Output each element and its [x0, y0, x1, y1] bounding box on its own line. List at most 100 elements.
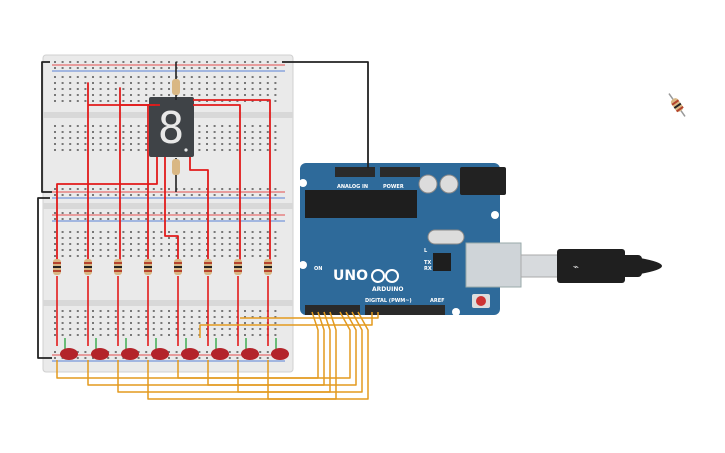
breadboard-hole — [122, 334, 125, 336]
breadboard-hole — [206, 125, 208, 127]
breadboard-hole — [175, 328, 178, 330]
breadboard-hole — [107, 218, 110, 220]
breadboard[interactable] — [42, 54, 294, 373]
breadboard-hole — [122, 88, 125, 90]
breadboard-hole — [183, 249, 186, 251]
breadboard-hole — [122, 137, 125, 139]
wire[interactable] — [240, 312, 379, 319]
arduino-uno-board[interactable]: UNO ARDUINO DIGITAL (PWM~) ANALOG IN POW… — [299, 163, 522, 316]
breadboard-hole — [145, 67, 148, 69]
breadboard-hole — [274, 218, 277, 220]
led[interactable] — [271, 348, 289, 360]
led[interactable] — [241, 348, 259, 360]
wire[interactable] — [56, 157, 158, 260]
breadboard-hole — [137, 231, 140, 233]
breadboard-hole — [145, 334, 148, 336]
breadboard-hole — [99, 322, 102, 324]
breadboard-hole — [137, 249, 140, 251]
resistor-loose[interactable] — [666, 91, 689, 119]
breadboard-hole — [206, 322, 208, 324]
resistor[interactable] — [174, 259, 182, 275]
breadboard-hole — [92, 310, 94, 312]
wire[interactable] — [147, 104, 160, 260]
breadboard-hole — [84, 316, 87, 318]
breadboard-hole — [122, 255, 125, 257]
breadboard-hole — [274, 67, 277, 69]
resistor-band — [144, 262, 152, 264]
wire[interactable] — [87, 82, 150, 260]
breadboard-hole — [61, 255, 64, 257]
wire[interactable] — [282, 61, 369, 168]
breadboard-hole — [198, 357, 201, 359]
resistor[interactable] — [53, 259, 61, 275]
breadboard-hole — [99, 316, 102, 318]
resistor[interactable] — [172, 159, 180, 175]
breadboard-hole — [266, 212, 269, 214]
wires[interactable] — [37, 61, 379, 400]
breadboard-hole — [206, 255, 208, 257]
breadboard-hole — [76, 243, 79, 245]
breadboard-hole — [259, 188, 262, 190]
resistor[interactable] — [204, 259, 212, 275]
breadboard-hole — [213, 194, 216, 196]
breadboard-hole — [54, 82, 56, 84]
breadboard-hole — [274, 143, 277, 145]
resistor[interactable] — [144, 259, 152, 275]
breadboard-hole — [244, 218, 246, 220]
resistor[interactable] — [84, 259, 92, 275]
breadboard-hole — [183, 88, 186, 90]
breadboard-hole — [145, 188, 148, 190]
led[interactable] — [151, 348, 169, 360]
breadboard-hole — [69, 125, 72, 127]
breadboard-hole — [251, 212, 254, 214]
wire[interactable] — [207, 311, 357, 386]
led[interactable] — [181, 348, 199, 360]
breadboard-hole — [198, 316, 201, 318]
led[interactable] — [211, 348, 229, 360]
breadboard-hole — [99, 131, 102, 133]
breadboard-hole — [228, 351, 231, 353]
wire[interactable] — [193, 99, 271, 260]
wire[interactable] — [237, 311, 363, 393]
wire[interactable] — [41, 61, 52, 193]
resistor[interactable] — [114, 259, 122, 275]
breadboard-hole — [76, 137, 79, 139]
wire[interactable] — [193, 104, 241, 260]
breadboard-hole — [130, 255, 132, 257]
breadboard-hole — [168, 212, 170, 214]
reset-button[interactable] — [476, 296, 486, 306]
led[interactable] — [121, 348, 139, 360]
breadboard-hole — [236, 94, 239, 96]
wire[interactable] — [189, 157, 209, 260]
led[interactable] — [91, 348, 109, 360]
wire[interactable] — [164, 157, 179, 260]
breadboard-hole — [160, 94, 163, 96]
parts[interactable] — [53, 79, 289, 360]
breadboard-hole — [259, 231, 262, 233]
breadboard-hole — [221, 82, 224, 84]
seven-segment-display[interactable]: 8 — [149, 97, 194, 157]
breadboard-hole — [114, 351, 117, 353]
usb-cable[interactable]: ⌁ — [520, 249, 662, 283]
breadboard-hole — [213, 82, 216, 84]
breadboard-hole — [137, 357, 140, 359]
wire[interactable] — [177, 311, 351, 379]
resistor[interactable] — [234, 259, 242, 275]
led[interactable] — [60, 348, 78, 360]
wire[interactable] — [119, 87, 155, 260]
wire[interactable] — [267, 311, 369, 400]
breadboard-hole — [54, 94, 56, 96]
breadboard-hole — [114, 212, 117, 214]
wire[interactable] — [37, 197, 52, 359]
resistor-band — [264, 270, 272, 272]
resistor[interactable] — [264, 259, 272, 275]
breadboard-hole — [69, 137, 72, 139]
breadboard-hole — [54, 328, 56, 330]
breadboard-hole — [76, 88, 79, 90]
breadboard-hole — [206, 351, 208, 353]
usb-port[interactable] — [465, 242, 522, 288]
breadboard-hole — [251, 218, 254, 220]
breadboard-hole — [84, 249, 87, 251]
resistor[interactable] — [172, 79, 180, 95]
